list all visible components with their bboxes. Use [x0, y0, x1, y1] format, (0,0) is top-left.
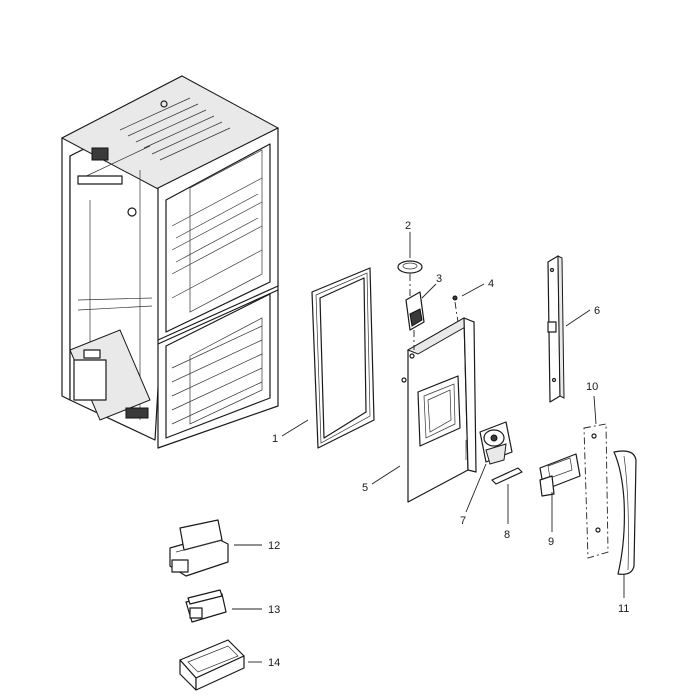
callout-4: 4: [488, 278, 494, 290]
door-hinge-bracket: [405, 291, 425, 350]
leader-lines: [232, 232, 625, 663]
callout-11: 11: [618, 603, 629, 615]
control-panel: [539, 453, 581, 497]
door-handle: [613, 450, 637, 575]
refrigerator-cabinet: [60, 75, 280, 449]
leader-6: [565, 309, 591, 327]
callout-1: 1: [272, 433, 278, 445]
leader-1: [281, 419, 309, 437]
door-tray: [179, 639, 245, 691]
leader-10: [593, 395, 597, 425]
refrigerator-door: [401, 317, 477, 503]
callout-14: 14: [268, 657, 280, 669]
leader-4: [461, 283, 485, 297]
callout-13: 13: [268, 604, 280, 616]
callout-labels: 1 2 3 4 5 6 7 8 9 10 11 12 13 14: [268, 220, 629, 669]
callout-6: 6: [594, 305, 600, 317]
dispenser-actuator: [479, 421, 513, 465]
door-bin-large: [169, 519, 229, 577]
door-support-bracket: [547, 255, 565, 403]
callout-3: 3: [436, 273, 442, 285]
trim-strip: [491, 467, 523, 485]
leader-7: [465, 463, 487, 513]
callout-7: 7: [460, 515, 466, 527]
callout-12: 12: [268, 540, 280, 552]
door-gasket: [311, 267, 375, 449]
leader-5: [371, 465, 401, 485]
callout-10: 10: [586, 381, 598, 393]
callout-5: 5: [362, 482, 368, 494]
callout-8: 8: [504, 529, 510, 541]
callout-9: 9: [548, 536, 554, 548]
screw: [452, 295, 459, 323]
callout-2: 2: [405, 220, 411, 232]
handle-mount-outline: [583, 423, 609, 559]
dispenser-cap: [397, 260, 423, 296]
door-bin-small: [185, 589, 227, 623]
leader-3: [421, 283, 437, 299]
